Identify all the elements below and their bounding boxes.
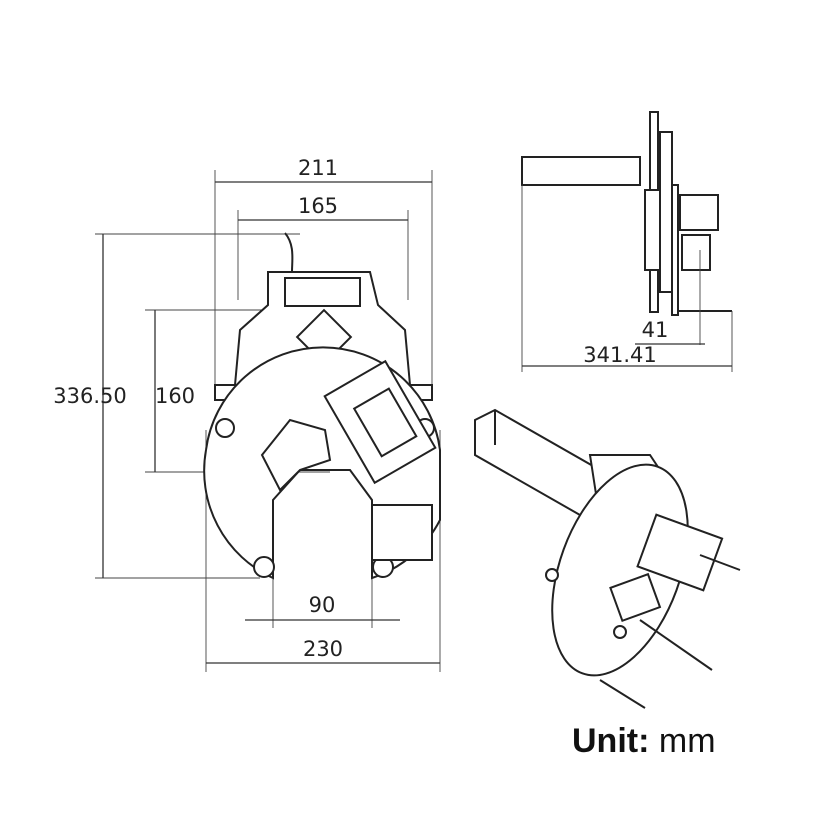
side-view-machine: [521, 111, 733, 372]
isometric-view-machine: [474, 408, 741, 709]
unit-label-text: Unit:: [572, 722, 650, 760]
front-view-machine: [203, 232, 441, 580]
unit-value: mm: [658, 722, 716, 760]
dim-offset: 41: [642, 318, 669, 342]
dim-inner-width: 165: [298, 194, 338, 218]
front-view-dimensions: [95, 170, 441, 672]
dim-slot-width: 90: [309, 593, 336, 617]
dim-base-width: 230: [303, 637, 343, 661]
dim-overall-width: 211: [298, 156, 338, 180]
dim-overall-length: 341.41: [583, 343, 656, 367]
dim-inner-height: 160: [155, 384, 195, 408]
unit-label: Unit: mm: [572, 722, 716, 761]
dim-overall-height: 336.50: [53, 384, 126, 408]
